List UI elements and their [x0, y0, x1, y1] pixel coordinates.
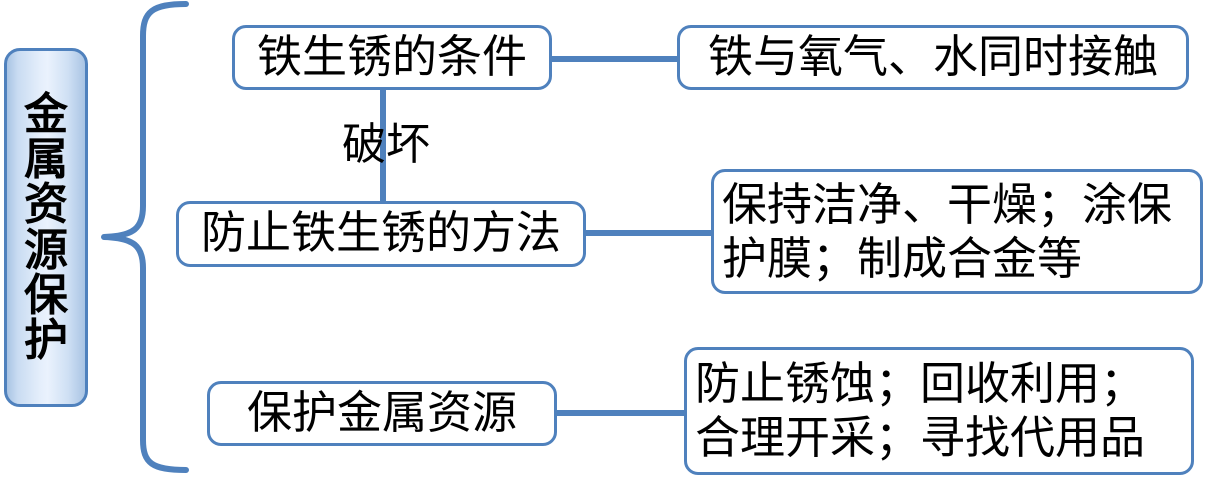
node-protect-metal-resources-detail-label: 防止锈蚀；回收利用； 合理开采；寻找代用品: [695, 359, 1146, 463]
root-node-label: 金属资源保护: [24, 89, 68, 366]
root-curly-brace: [101, 1, 189, 473]
node-protect-metal-resources-label: 保护金属资源: [246, 387, 517, 438]
edge-label-destroy: 破坏: [342, 120, 430, 169]
node-prevent-rust-methods-detail[interactable]: 保持洁净、干燥；涂保 护膜；制成合金等: [711, 169, 1203, 294]
node-prevent-rust-methods-detail-label: 保持洁净、干燥；涂保 护膜；制成合金等: [722, 179, 1173, 284]
node-rust-conditions[interactable]: 铁生锈的条件: [232, 25, 552, 90]
node-protect-metal-resources[interactable]: 保护金属资源: [207, 381, 557, 446]
root-node-metal-resource-protection[interactable]: 金属资源保护: [4, 48, 88, 407]
node-rust-conditions-detail-label: 铁与氧气、水同时接触: [707, 31, 1158, 82]
node-prevent-rust-methods[interactable]: 防止铁生锈的方法: [176, 201, 586, 267]
node-rust-conditions-label: 铁生锈的条件: [256, 31, 527, 82]
node-protect-metal-resources-detail[interactable]: 防止锈蚀；回收利用； 合理开采；寻找代用品: [684, 347, 1194, 475]
node-rust-conditions-detail[interactable]: 铁与氧气、水同时接触: [677, 25, 1189, 90]
node-prevent-rust-methods-label: 防止铁生锈的方法: [200, 208, 561, 259]
